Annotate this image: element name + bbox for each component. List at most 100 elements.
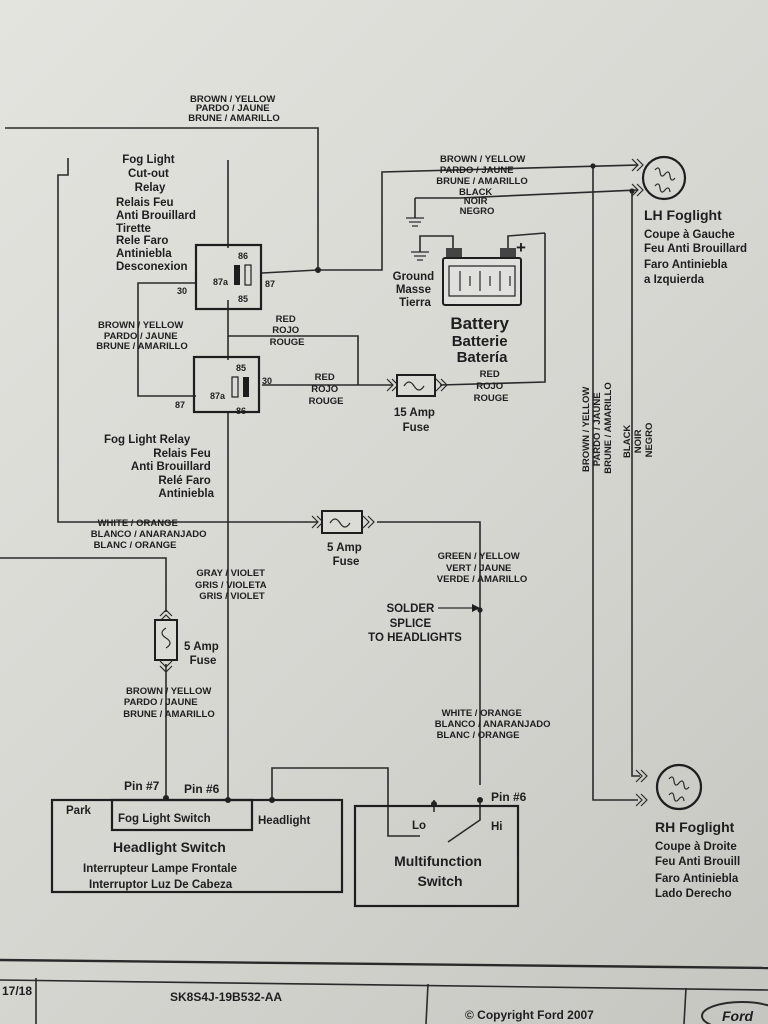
fuse-15-icon <box>386 374 448 397</box>
multifunction-switch-title: Multifunction Switch <box>394 853 486 889</box>
solder-splice-label: SOLDER SPLICE TO HEADLIGHTS <box>368 603 462 644</box>
wire-cutout-87-out <box>261 164 639 274</box>
ground-icon-top <box>406 217 424 227</box>
wire-battery-pos <box>507 232 546 250</box>
junction-dots <box>163 163 635 807</box>
headlight-switch: Pin #7 Pin #6 Park Fog Light Switch Head… <box>50 779 344 894</box>
fog-relay-label: Fog Light Relay <box>104 434 191 446</box>
fog-light-switch-label: Fog Light Switch <box>118 813 211 825</box>
wire-vertical-brown-yellow <box>592 166 638 801</box>
wire-labels: BROWN / YELLOW PARDO / JAUNE BRUNE / AMA… <box>91 94 655 741</box>
cutout-relay-coil-icon <box>234 265 240 285</box>
lh-foglight-sublabel: Coupe à Gauche Feu Anti Brouillard Faro … <box>644 229 750 286</box>
wire-fuse15-battery <box>439 233 546 386</box>
footer: 17/18 SK8S4J-19B532-AA © Copyright Ford … <box>0 958 768 1024</box>
wire-label-gray-violet: GRAY / VIOLET GRIS / VIOLETA GRIS / VIOL… <box>195 568 269 602</box>
ground-icon-battery <box>411 251 429 261</box>
cutout-relay-box <box>194 243 263 311</box>
rh-foglight-lamp-icon <box>635 763 703 811</box>
fog-light-switch-box <box>110 798 254 832</box>
multifunction-switch: Pin #6 Lo Hi Multifunction Switch <box>353 790 527 908</box>
battery-plus-sign: + <box>516 238 526 257</box>
lh-foglight: LH Foglight Coupe à Gauche Feu Anti Brou… <box>631 155 750 286</box>
headlight-switch-sublabel: Interrupteur Lampe Frontale Interruptor … <box>83 863 240 891</box>
cutout-relay: 86 87a 85 30 87 Fog Light Cut-out Relay … <box>116 154 275 311</box>
fuse-5a-label: 5 Amp Fuse <box>327 542 365 568</box>
fuse-5a-icon <box>311 510 375 534</box>
rh-foglight: RH Foglight Coupe à Droite Feu Anti Brou… <box>635 763 743 900</box>
wire-cutout-30 <box>137 282 196 397</box>
headlight-pin-6: Pin #6 <box>184 782 220 796</box>
headlight-switch-title: Headlight Switch <box>113 839 226 855</box>
ground-label: Ground Masse Tierra <box>393 271 438 309</box>
fuse-5b-label: 5 Amp Fuse <box>184 641 222 667</box>
cutout-relay-contact-icon <box>244 264 252 286</box>
wire-fuse5-side <box>0 557 167 612</box>
wire-network <box>0 127 640 843</box>
footer-copyright: © Copyright Ford 2007 <box>465 1008 594 1022</box>
wire-label-red-right: RED ROJO ROUGE <box>474 369 509 404</box>
wire-label-white-orange-low: WHITE / ORANGE BLANCO / ANARANJADO BLANC… <box>435 708 553 741</box>
fog-relay-pin-30: 30 <box>262 376 272 386</box>
wire-label-relay-brown-yellow: BROWN / YELLOW PARDO / JAUNE BRUNE / AMA… <box>96 320 187 352</box>
fuse-5b-icon <box>154 609 178 673</box>
lh-foglight-lamp-icon <box>631 155 687 201</box>
park-label: Park <box>66 805 92 817</box>
wire-label-brown-yellow-low: BROWN / YELLOW PARDO / JAUNE BRUNE / AMA… <box>123 686 214 720</box>
cutout-pin-30: 30 <box>177 286 187 296</box>
svg-text:Ford: Ford <box>722 1008 754 1024</box>
wire-battery-neg <box>419 235 454 252</box>
fog-relay-pin-86: 86 <box>236 406 246 416</box>
footer-page-number: 17/18 <box>2 984 32 998</box>
wire-label-lh-brown-yellow: BROWN / YELLOW PARDO / JAUNE BRUNE / AMA… <box>436 154 528 187</box>
fuse-15-label: 15 Amp Fuse <box>394 407 438 434</box>
fog-relay-box <box>192 355 261 414</box>
fog-relay-pin-85: 85 <box>236 363 246 373</box>
wire-label-top-brown-yellow: BROWN / YELLOW PARDO / JAUNE BRUNE / AMA… <box>188 94 279 124</box>
wire-vertical-black <box>631 191 640 777</box>
multifunction-switch-box <box>353 804 520 908</box>
wire-label-red-left: RED ROJO ROUGE <box>309 372 344 407</box>
battery-icon <box>442 248 522 306</box>
cutout-pin-87a: 87a <box>213 277 229 287</box>
battery-label: Battery Batterie Batería <box>450 314 513 366</box>
fog-relay-pin-87a: 87a <box>210 391 226 401</box>
wire-label-red-mid: RED ROJO ROUGE <box>270 314 305 348</box>
fuse-15-amp: 15 Amp Fuse <box>386 374 448 434</box>
multifunction-pin-6: Pin #6 <box>491 790 527 804</box>
hi-label: Hi <box>491 821 503 833</box>
wire-cutout-85 <box>227 300 359 385</box>
fuse-5-amp-top: 5 Amp Fuse <box>311 510 375 568</box>
battery: + Battery Batterie Batería <box>442 238 526 366</box>
cutout-relay-sublabel: Relais Feu Anti Brouillard Tirette Rele … <box>116 197 199 273</box>
solder-arrow-icon <box>472 604 480 612</box>
cutout-pin-86: 86 <box>238 251 248 261</box>
fog-relay-coil-icon <box>243 377 249 397</box>
cutout-pin-87: 87 <box>265 279 275 289</box>
wire-label-lh-black: BLACK NOIR NEGRO <box>459 187 495 217</box>
fog-relay-pin-87: 87 <box>175 400 185 410</box>
headlight-pin-7: Pin #7 <box>124 779 160 793</box>
wire-label-green-yellow: GREEN / YELLOW VERT / JAUNE VERDE / AMAR… <box>437 551 527 585</box>
fog-relay-contact-icon <box>231 376 239 398</box>
wire-white-orange-trunk <box>57 158 318 523</box>
wire-top-brown-yellow <box>5 127 319 270</box>
cutout-pin-85: 85 <box>238 294 248 304</box>
wire-label-vertical-brown-yellow: BROWN / YELLOW PARDO / JAUNE BRUNE / AMA… <box>581 382 614 473</box>
wire-headlight-to-mf <box>271 767 420 837</box>
fog-light-relay: 85 87a 86 30 87 Fog Light Relay Relais F… <box>104 355 272 500</box>
wire-lh-black <box>415 189 639 199</box>
rh-foglight-sublabel: Coupe à Droite Feu Anti Brouill Faro Ant… <box>655 841 743 900</box>
ground-symbols: Ground Masse Tierra <box>393 217 438 309</box>
wire-label-vertical-black: BLACK NOIR NEGRO <box>622 422 655 458</box>
wire-label-white-orange-top: WHITE / ORANGE BLANCO / ANARANJADO BLANC… <box>91 518 209 551</box>
footer-document-code: SK8S4J-19B532-AA <box>170 990 282 1004</box>
cutout-relay-label: Fog Light Cut-out Relay <box>122 154 178 194</box>
fog-relay-sublabel: Relais Feu Anti Brouillard Relé Faro Ant… <box>131 448 215 500</box>
ford-logo: Ford <box>701 1001 768 1024</box>
solder-splice-note: SOLDER SPLICE TO HEADLIGHTS <box>368 603 480 644</box>
lo-label: Lo <box>412 820 426 832</box>
wire-white-orange-to-splice <box>377 521 481 785</box>
